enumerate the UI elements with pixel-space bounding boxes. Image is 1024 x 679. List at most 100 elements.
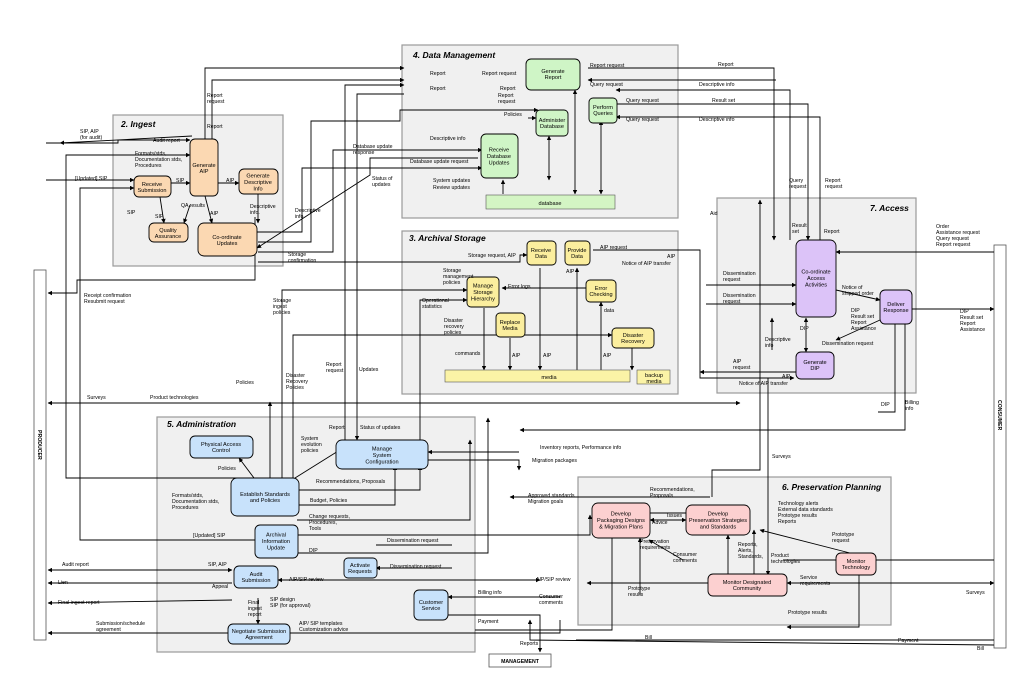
flow-label: Dissemination request [387,538,439,544]
flow-label: Review updates [433,185,470,191]
flow-label: [Updated] SIP [75,176,108,182]
flow-label: Report request [590,63,625,69]
flow-label: Prototype results [788,610,827,616]
flow-labels: Report request Report Report request Rep… [58,62,985,652]
management-label: MANAGEMENT [501,659,540,665]
flow-label: Report [207,124,223,130]
management-entity: MANAGEMENT [488,653,552,668]
flow-label: Report [718,62,734,68]
flow-label: Report [329,425,345,431]
flow-label: Report [824,229,840,235]
flow-label: Descriptive info [699,117,735,123]
flow-label: AIP [512,353,521,359]
flow-label: AIP request [600,245,628,251]
producer-label: PRODUCER [36,430,42,460]
flow-label: Result set [712,98,736,104]
flow-label: Report request [482,71,517,77]
media-text: media [541,375,557,381]
flow-label: AIP [226,178,235,184]
data-management-title: 4. Data Management [412,50,496,60]
flow-label: System updates [433,178,471,184]
flow-label: Lien [58,580,68,586]
flow-label: Advice [652,520,668,526]
flow-label: Report [500,86,516,92]
flow-label: AIP [543,353,552,359]
flow-label: Status of updates [360,425,401,431]
flow-label: [Updated] SIP [193,533,226,539]
flow-label: Recommendations,Proposals [650,487,695,499]
flow-label: Bill [645,635,652,641]
flow-label: AIP [603,353,612,359]
flow-label: Query request [626,98,659,104]
flow-label: Budget, Policies [310,498,348,504]
flow-label: AIP [566,269,575,275]
flow-label: AIP/SIP review [536,577,571,583]
flow-label: Reports [520,641,539,647]
flow-label: Migration packages [532,458,577,464]
flow-label: Recommendations, Proposals [316,479,386,485]
flow-label: Query request [590,82,623,88]
